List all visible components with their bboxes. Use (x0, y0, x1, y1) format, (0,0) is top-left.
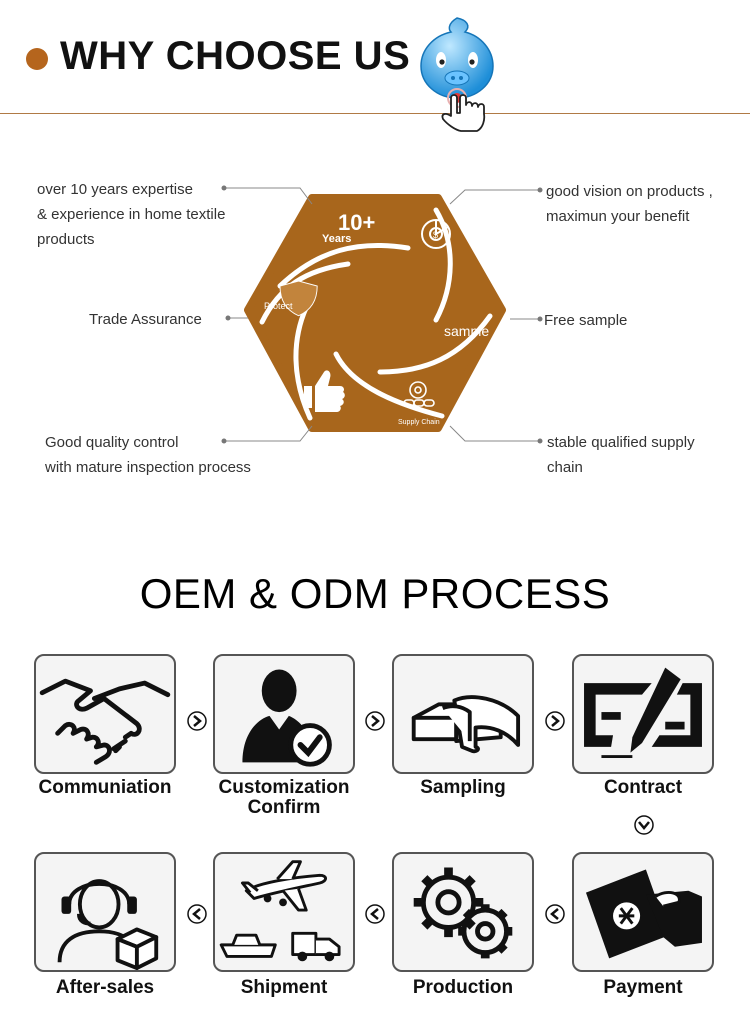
payment-card-icon (572, 852, 714, 972)
step-label-after-sales: After-sales (55, 977, 155, 998)
header-divider (0, 113, 750, 114)
step-label-contract: Contract (603, 777, 683, 798)
step-label-communication: Communiation (38, 777, 172, 798)
page-title: WHY CHOOSE US (60, 34, 411, 78)
step-label-sampling: Sampling (420, 777, 506, 798)
arrow-right-icon (544, 710, 566, 732)
feature-connectors (221, 185, 543, 444)
protect-shield-icon (279, 280, 318, 317)
arrow-left-icon (186, 903, 208, 925)
step-label-payment: Payment (603, 977, 683, 998)
arrow-left-icon (364, 903, 386, 925)
sample-label: sample (444, 323, 489, 339)
supply-chain-label: Supply Chain (398, 419, 440, 426)
process-title: OEM & ODM PROCESS (139, 570, 611, 617)
thumbs-up-icon (304, 370, 345, 412)
mascot-click-icon (415, 14, 500, 134)
years-small: Years (322, 233, 351, 245)
arrow-down-icon (633, 814, 655, 836)
contract-pen-icon (572, 654, 714, 774)
feature-expertise: over 10 years expertise& experience in h… (37, 181, 226, 248)
why-choose-hexagon: 10+ Years $ Protect sample Supply Chain (244, 194, 506, 432)
gears-icon (392, 852, 534, 972)
feature-vision: good vision on products ,maximun your be… (546, 183, 713, 225)
step-label-production: Production (412, 977, 514, 998)
feature-free-sample: Free sample (544, 312, 628, 329)
step-label-customization: Customization Confirm (218, 777, 350, 818)
arrow-right-icon (364, 710, 386, 732)
step-label-shipment: Shipment (240, 977, 328, 998)
protect-label: Protect (264, 301, 293, 311)
header-bullet (26, 48, 48, 70)
feature-trade-assurance: Trade Assurance (89, 311, 202, 328)
handshake-icon (34, 654, 176, 774)
arrow-right-icon (186, 710, 208, 732)
support-agent-icon (34, 852, 176, 972)
fabric-samples-icon (392, 654, 534, 774)
finance-chart-icon: $ (421, 219, 451, 249)
years-big: 10+ (338, 210, 375, 235)
shipment-icon (213, 852, 355, 972)
svg-text:$: $ (433, 230, 438, 240)
arrow-left-icon (544, 903, 566, 925)
supply-chain-icon (403, 381, 435, 407)
person-check-icon (213, 654, 355, 774)
